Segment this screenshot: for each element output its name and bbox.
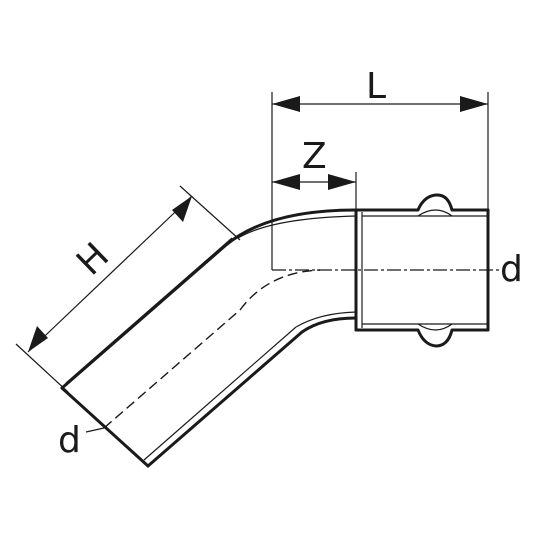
sleeve-top-edge	[354, 193, 490, 212]
spigot-inner-wall	[65, 237, 233, 384]
extension-line-h-bottom	[15, 343, 69, 393]
arrowhead-l-right	[460, 96, 488, 112]
extension-line-h-top	[179, 185, 241, 241]
arrowhead-z-right	[328, 174, 356, 190]
bend-wall-line	[237, 215, 357, 239]
arrowhead-l-left	[272, 96, 300, 112]
dimension-h: H	[15, 185, 241, 393]
bead-line-bottom	[417, 323, 453, 331]
bend-hidden-line	[103, 269, 321, 429]
arrowhead-h-bottom	[28, 326, 48, 352]
arrowhead-h-top	[172, 196, 192, 222]
label-d-right: d	[500, 249, 523, 290]
dimension-z: Z	[272, 136, 357, 210]
label-l: L	[366, 66, 386, 107]
dimension-l: L	[271, 66, 489, 270]
press-sleeve	[354, 193, 490, 348]
label-z: Z	[302, 136, 327, 177]
elbow-inner-edge	[146, 316, 358, 468]
dimension-line-h	[27, 195, 193, 353]
spigot-inner-wall-lower	[143, 326, 297, 461]
elbow-outer-edge	[60, 208, 358, 390]
diameter-labels: d d	[58, 249, 523, 461]
center-lines	[103, 269, 500, 429]
elbow-outline	[60, 208, 358, 468]
bend-wall-line-lower	[295, 311, 357, 328]
sleeve-bottom-edge	[354, 328, 490, 348]
arrowhead-z-left	[272, 174, 300, 190]
leader-d-left	[85, 427, 105, 433]
bead-line-top	[417, 209, 453, 217]
label-h: H	[69, 235, 117, 283]
label-d-left: d	[58, 420, 81, 461]
